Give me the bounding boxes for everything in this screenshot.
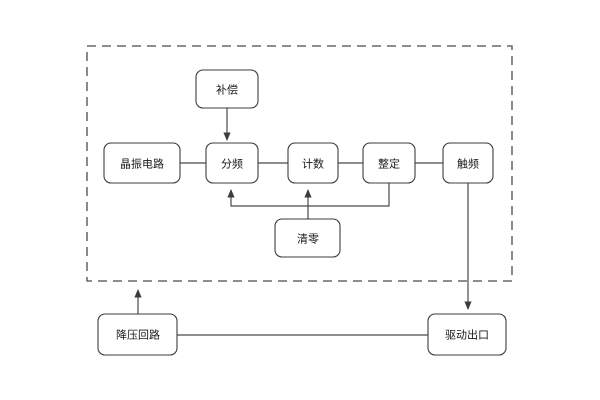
node-qudong-chukou[interactable]: 驱动出口 [427,313,507,356]
node-jishu[interactable]: 计数 [287,142,339,184]
node-jiangya-huilu-label: 降压回路 [116,328,160,342]
node-zhengding-label: 整定 [378,157,400,171]
node-qingling-box[interactable] [274,218,341,258]
node-jishu-label: 计数 [302,158,324,171]
node-fenpin-label: 分频 [221,157,243,171]
node-chupin-label: 触频 [457,157,479,171]
dashed-enclosure [86,45,513,282]
node-zhengding-box[interactable] [362,142,416,184]
node-qingling[interactable]: 清零 [274,218,341,258]
node-qingling-label: 清零 [297,233,319,246]
node-chupin-box[interactable] [442,142,494,184]
node-buchang-label: 补偿 [216,83,238,97]
node-fenpin[interactable]: 分频 [205,142,259,184]
node-jingzhen-dianlu[interactable]: 晶振电路 [103,142,181,184]
node-jishu-box[interactable] [287,142,339,184]
node-fenpin-box[interactable] [205,142,259,184]
node-jingzhen-dianlu-box[interactable] [103,142,181,184]
edge-zhengding-feedback-to-fenpin [227,183,390,207]
node-chupin[interactable]: 触频 [442,142,494,184]
node-buchang[interactable]: 补偿 [195,69,259,109]
node-jiangya-huilu[interactable]: 降压回路 [97,313,178,356]
node-qudong-chukou-box[interactable] [427,313,507,356]
node-zhengding[interactable]: 整定 [362,142,416,184]
node-buchang-box[interactable] [195,69,259,109]
node-qudong-chukou-label: 驱动出口 [445,328,489,342]
node-jiangya-huilu-box[interactable] [97,313,178,356]
node-jingzhen-dianlu-label: 晶振电路 [120,157,164,171]
